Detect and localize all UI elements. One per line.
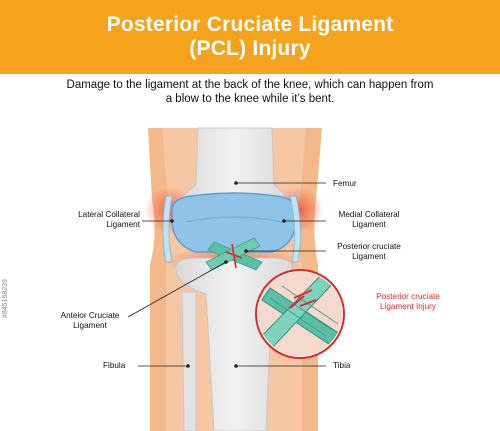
title-line-2: (PCL) Injury bbox=[189, 37, 311, 60]
subtitle-line-1: Damage to the ligament at the back of th… bbox=[66, 79, 434, 91]
label-medial-collateral-line-1: Medial Collateral bbox=[338, 210, 400, 219]
label-lateral-collateral: Lateral Collateral Ligament bbox=[50, 210, 140, 230]
cartilage bbox=[171, 192, 297, 253]
subtitle-line-2: a blow to the knee while it’s bent. bbox=[165, 93, 335, 105]
label-anterior-cruciate-line-2: Ligament bbox=[73, 321, 107, 330]
cruciate-ligaments bbox=[205, 237, 263, 271]
title-banner: Posterior Cruciate Ligament (PCL) Injury bbox=[0, 0, 500, 74]
label-femur: Femur bbox=[333, 179, 357, 188]
label-tibia: Tibia bbox=[333, 361, 351, 370]
label-medial-collateral: Medial Collateral Ligament bbox=[328, 210, 410, 230]
label-injury: Posterior cruciate Ligament Injury bbox=[362, 292, 454, 312]
title-line-1: Posterior Cruciate Ligament bbox=[106, 13, 394, 36]
label-posterior-cruciate-line-1: Posterior cruciate bbox=[337, 242, 401, 251]
label-injury-line-2: Ligament Injury bbox=[380, 302, 436, 311]
lateral-collateral-ligament bbox=[162, 195, 173, 263]
label-anterior-cruciate: Anteior Cruciate Ligament bbox=[50, 311, 130, 331]
label-fibula: Fibula bbox=[103, 361, 126, 370]
tear-marks bbox=[225, 243, 243, 269]
label-lateral-collateral-line-1: Lateral Collateral bbox=[78, 210, 140, 219]
label-medial-collateral-line-2: Ligament bbox=[352, 220, 386, 229]
injury-zoom-circle bbox=[255, 269, 345, 359]
subtitle: Damage to the ligament at the back of th… bbox=[20, 78, 480, 106]
label-lateral-collateral-line-2: Ligament bbox=[106, 220, 140, 229]
label-posterior-cruciate-line-2: Ligament bbox=[352, 252, 386, 261]
fibula-bone bbox=[181, 291, 197, 431]
label-posterior-cruciate: Posterior cruciate Ligament bbox=[328, 242, 410, 262]
label-anterior-cruciate-line-1: Anteior Cruciate bbox=[60, 311, 120, 320]
leader-dots bbox=[170, 181, 286, 368]
leader-lines bbox=[127, 182, 326, 367]
watermark-id: #845168239 bbox=[2, 279, 9, 318]
label-injury-line-1: Posterior cruciate bbox=[376, 292, 440, 301]
medial-collateral-ligament bbox=[289, 195, 301, 263]
